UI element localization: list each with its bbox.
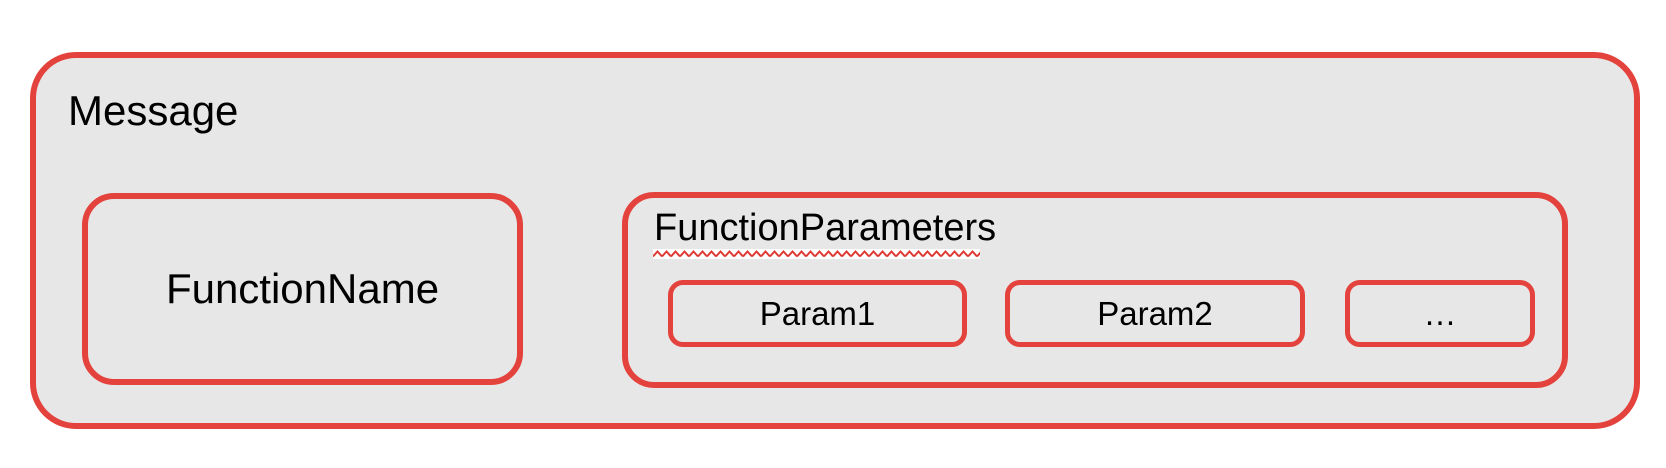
- param1-box: Param1: [668, 280, 967, 347]
- message-label: Message: [68, 87, 239, 134]
- function-name-label: FunctionName: [165, 264, 440, 312]
- ellipsis-box: …: [1345, 280, 1535, 347]
- param2-box: Param2: [1005, 280, 1305, 347]
- message-box: Message FunctionName FunctionParameters …: [30, 52, 1640, 429]
- param2-label: Param2: [1097, 295, 1213, 332]
- function-parameters-box: FunctionParameters Param1 Param2: [622, 192, 1568, 388]
- function-parameters-label: FunctionParameters: [654, 207, 997, 249]
- function-name-box: FunctionName: [82, 193, 523, 385]
- spellcheck-squiggle: [653, 249, 980, 259]
- ellipsis-label: …: [1423, 295, 1457, 332]
- param1-label: Param1: [759, 295, 876, 332]
